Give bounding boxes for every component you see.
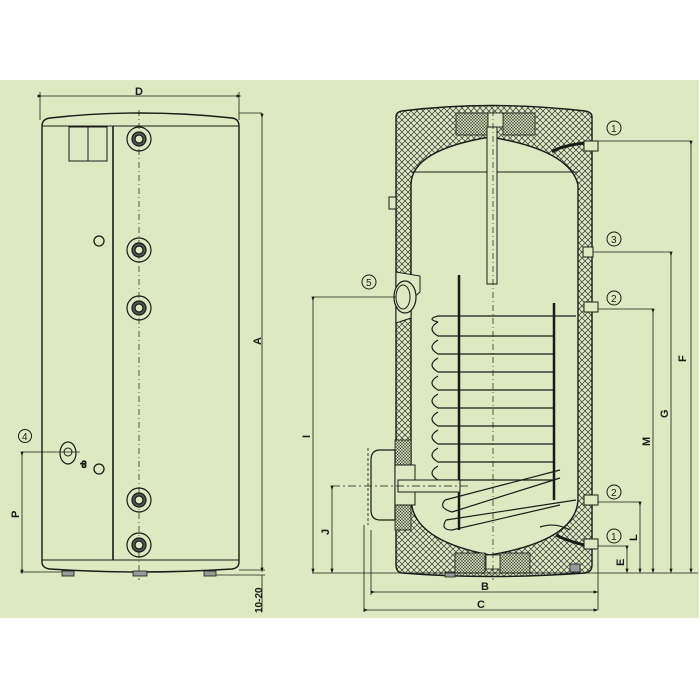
svg-text:5: 5 (366, 278, 372, 289)
callout-2-bottom: 2 (606, 484, 622, 500)
dimension-label-f: F (677, 355, 689, 362)
svg-text:1: 1 (611, 124, 617, 135)
callout-1-top: 1 (606, 120, 622, 136)
callout-4: 4 (18, 429, 32, 443)
dimension-label-m: M (641, 437, 653, 446)
dimension-label-i: I (301, 435, 313, 438)
callout-3: 3 (606, 231, 622, 247)
svg-text:1: 1 (611, 532, 617, 543)
side-connections (126, 126, 152, 558)
heating-coil (431, 315, 577, 531)
section-dimensions (311, 140, 698, 612)
dimension-label-c: C (477, 599, 485, 611)
dimension-label-feet-clearance: 10-20 (254, 587, 265, 613)
svg-text:3: 3 (611, 235, 617, 246)
dimension-label-l: L (628, 534, 640, 541)
callout-1-bottom: 1 (606, 528, 622, 544)
svg-text:4: 4 (22, 432, 28, 443)
dimension-label-g: G (659, 409, 671, 418)
svg-text:2: 2 (611, 294, 617, 305)
callout-5: 5 (361, 274, 377, 290)
dimension-label-d: D (135, 86, 143, 98)
callout-2-top: 2 (606, 290, 622, 306)
dimension-label-e: E (615, 559, 627, 566)
side-view: cb (20, 92, 265, 612)
dimension-label-a: A (252, 337, 264, 345)
dimension-label-j: J (320, 529, 332, 535)
dimension-label-p: P (10, 511, 22, 518)
section-view (367, 104, 599, 580)
dimension-label-b: B (481, 581, 489, 593)
svg-text:2: 2 (611, 488, 617, 499)
svg-text:cb: cb (81, 461, 88, 469)
